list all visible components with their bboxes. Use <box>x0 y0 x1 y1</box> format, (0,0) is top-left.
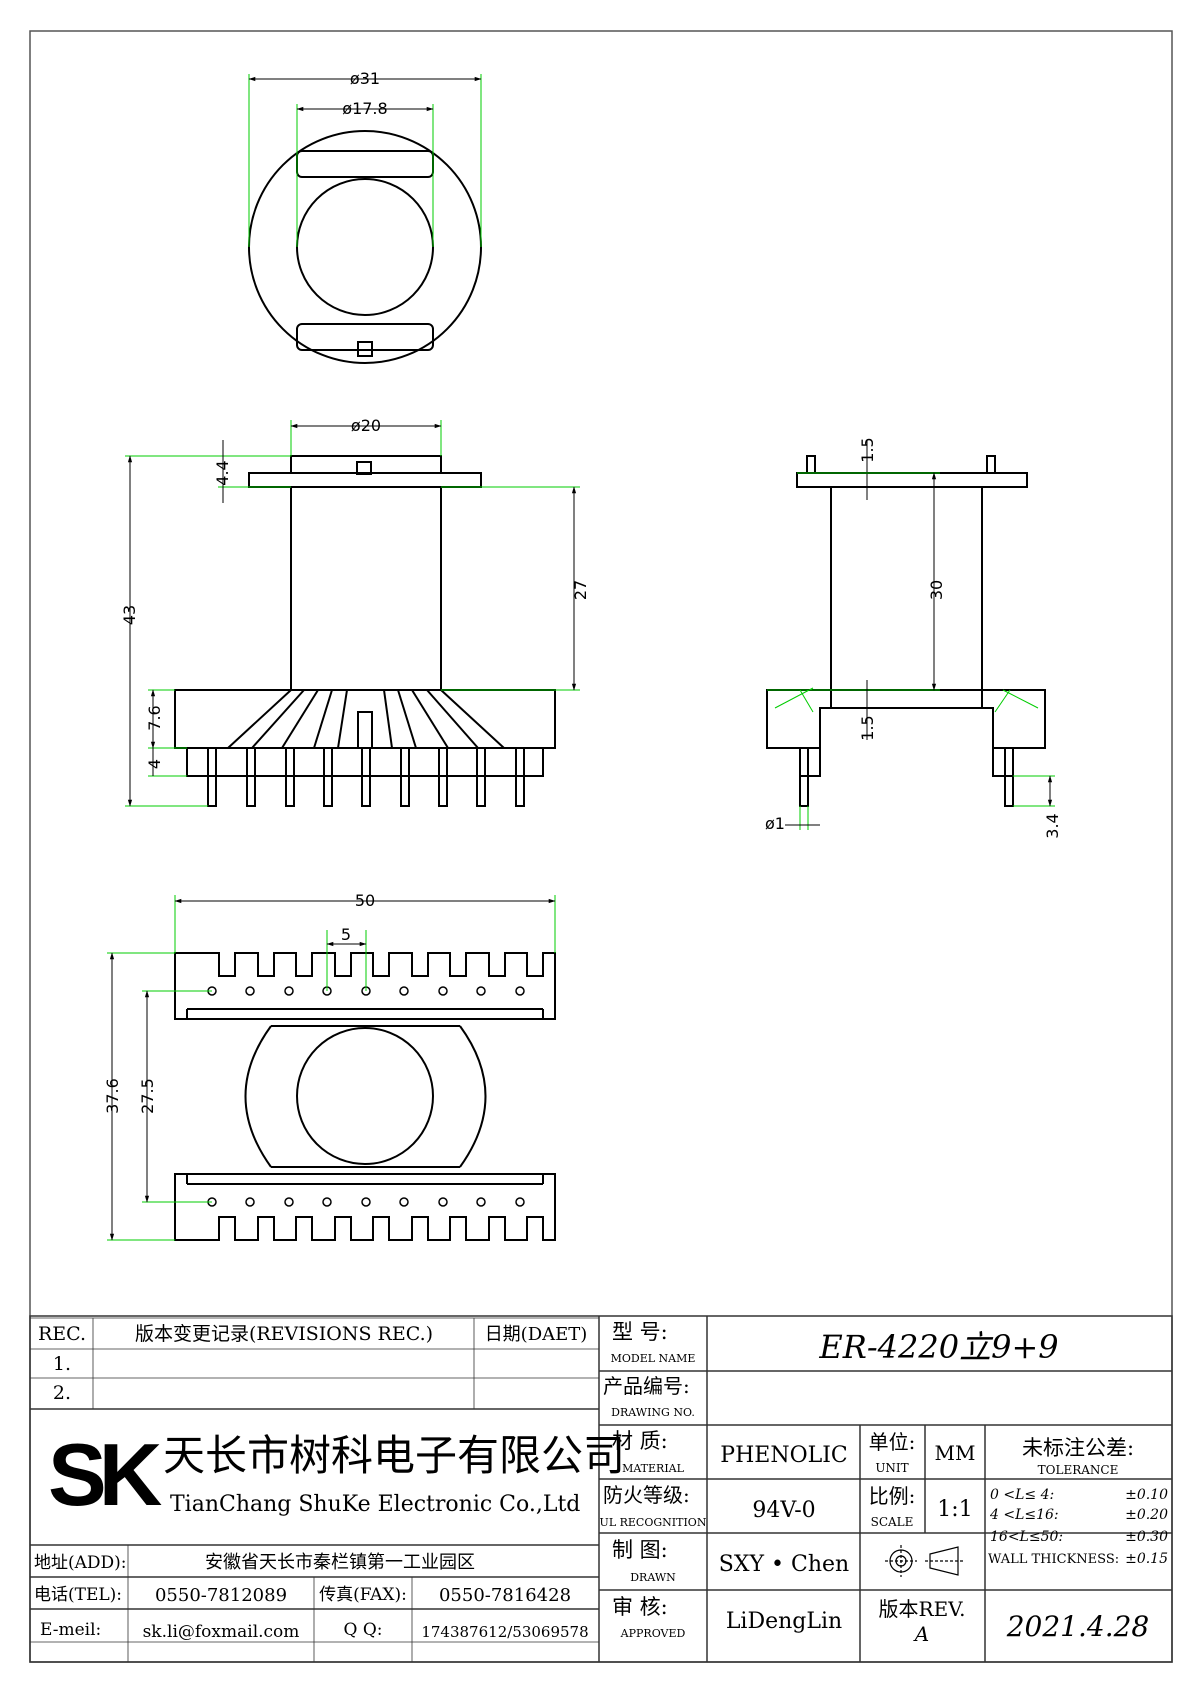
approved-value: LiDengLin <box>726 1609 842 1634</box>
unit-label-en: UNIT <box>875 1461 908 1475</box>
rev-row-1: 1. <box>53 1353 71 1375</box>
company-name-en: TianChang ShuKe Electronic Co.,Ltd <box>170 1492 580 1517</box>
tolerance-range-3: 16<L≤50: <box>990 1529 1063 1545</box>
rev-row-2: 2. <box>53 1382 71 1404</box>
tolerance-value-2: ±0.20 <box>1125 1507 1168 1523</box>
drawn-label-en: DRAWN <box>630 1571 676 1584</box>
scale-value: 1:1 <box>937 1497 972 1522</box>
side-view-dims <box>125 420 580 807</box>
dim-right-winding: 30 <box>927 580 946 600</box>
title-block-grid <box>29 1315 1173 1663</box>
company-name-cn: 天长市树科电子有限公司 <box>163 1431 625 1480</box>
model-label-cn: 型 号: <box>612 1320 668 1344</box>
dim-pin-protrusion: 3.4 <box>1043 813 1062 838</box>
dim-base-depth: 37.6 <box>103 1078 122 1114</box>
qq-label: Q Q: <box>343 1620 382 1640</box>
dim-base-height: 7.6 <box>145 705 164 730</box>
unit-label-cn: 单位: <box>869 1430 916 1454</box>
addr-label: 地址(ADD): <box>34 1553 127 1573</box>
tolerance-range-1: 0 <L≤ 4: <box>990 1487 1054 1503</box>
dim-pin-row-spacing: 27.5 <box>138 1078 157 1114</box>
tolerance-value-1: ±0.10 <box>1125 1487 1168 1503</box>
tolerance-value-3: ±0.30 <box>1125 1529 1168 1545</box>
tolerance-range-2: 4 <L≤16: <box>989 1507 1059 1523</box>
ul-label-en: UL RECOGNITION <box>600 1516 707 1529</box>
tolerance-en: TOLERANCE <box>1038 1463 1119 1477</box>
wall-thickness-value: ±0.15 <box>1125 1551 1168 1567</box>
dim-right-bottom-flange: 1.5 <box>858 715 877 740</box>
bottom-view <box>174 952 556 1241</box>
top-view <box>248 130 482 364</box>
scale-label-en: SCALE <box>871 1515 914 1529</box>
dim-top-outer-dia: ø31 <box>350 69 380 88</box>
projection-symbol <box>885 1545 963 1577</box>
drawing-label-en: DRAWING NO. <box>611 1406 695 1419</box>
bottom-view-dims <box>107 895 556 1241</box>
drawing-frame <box>29 30 1173 1663</box>
ul-value: 94V-0 <box>752 1498 815 1523</box>
material-label-cn: 材 质: <box>612 1429 668 1453</box>
tel-value: 0550-7812089 <box>155 1585 287 1606</box>
dim-base-width: 50 <box>355 891 375 910</box>
dim-pin-dia: ø1 <box>765 814 785 833</box>
rev-desc-header: 版本变更记录(REVISIONS REC.) <box>135 1323 433 1345</box>
fax-value: 0550-7816428 <box>439 1585 571 1606</box>
drawn-label-cn: 制 图: <box>612 1538 668 1562</box>
dim-flange-thickness: 4.4 <box>213 460 232 485</box>
approved-label-cn: 审 核: <box>612 1595 668 1619</box>
right-view-dims <box>767 440 1055 830</box>
drawing-label-cn: 产品编号: <box>603 1374 690 1398</box>
dim-top-inner-dia: ø17.8 <box>342 99 387 118</box>
date-value: 2021.4.28 <box>1006 1610 1150 1643</box>
dim-overall-height: 43 <box>120 605 139 625</box>
right-view <box>766 455 1046 807</box>
top-view-dims <box>248 74 482 247</box>
material-label-en: MATERIAL <box>622 1462 685 1475</box>
bottom-view-holes <box>207 986 525 1207</box>
company-logo: SK <box>48 1425 162 1524</box>
fax-label: 传真(FAX): <box>319 1585 407 1605</box>
unit-value: MM <box>935 1441 976 1465</box>
model-value: ER-4220立9+9 <box>818 1328 1058 1366</box>
drawn-value: SXY • Chen <box>719 1552 849 1577</box>
rev-date-header: 日期(DAET) <box>485 1324 588 1345</box>
side-view <box>174 455 556 777</box>
rev-label: 版本REV. <box>879 1597 966 1621</box>
scale-label-cn: 比例: <box>869 1484 916 1508</box>
qq-value: 174387612/53069578 <box>421 1623 588 1641</box>
email-label: E-meil: <box>40 1620 101 1640</box>
rev-header: REC. <box>38 1323 86 1345</box>
email-value: sk.li@foxmail.com <box>143 1622 300 1642</box>
wall-thickness-label: WALL THICKNESS: <box>988 1552 1119 1567</box>
approved-label-en: APPROVED <box>620 1627 686 1640</box>
tel-label: 电话(TEL): <box>34 1585 122 1605</box>
model-label-en: MODEL NAME <box>611 1352 696 1365</box>
dim-winding-height: 27 <box>571 580 590 600</box>
addr-value: 安徽省天长市秦栏镇第一工业园区 <box>205 1552 475 1573</box>
tolerance-title: 未标注公差: <box>1022 1436 1134 1460</box>
dim-pin-pitch: 5 <box>341 925 351 944</box>
dim-pin-length: 4 <box>145 759 164 769</box>
material-value: PHENOLIC <box>720 1443 847 1468</box>
dim-side-flange-dia: ø20 <box>351 416 381 435</box>
ul-label-cn: 防火等级: <box>603 1483 690 1507</box>
dim-right-top-flange: 1.5 <box>858 437 877 462</box>
rev-value: A <box>913 1622 929 1646</box>
side-view-pins <box>207 747 525 807</box>
